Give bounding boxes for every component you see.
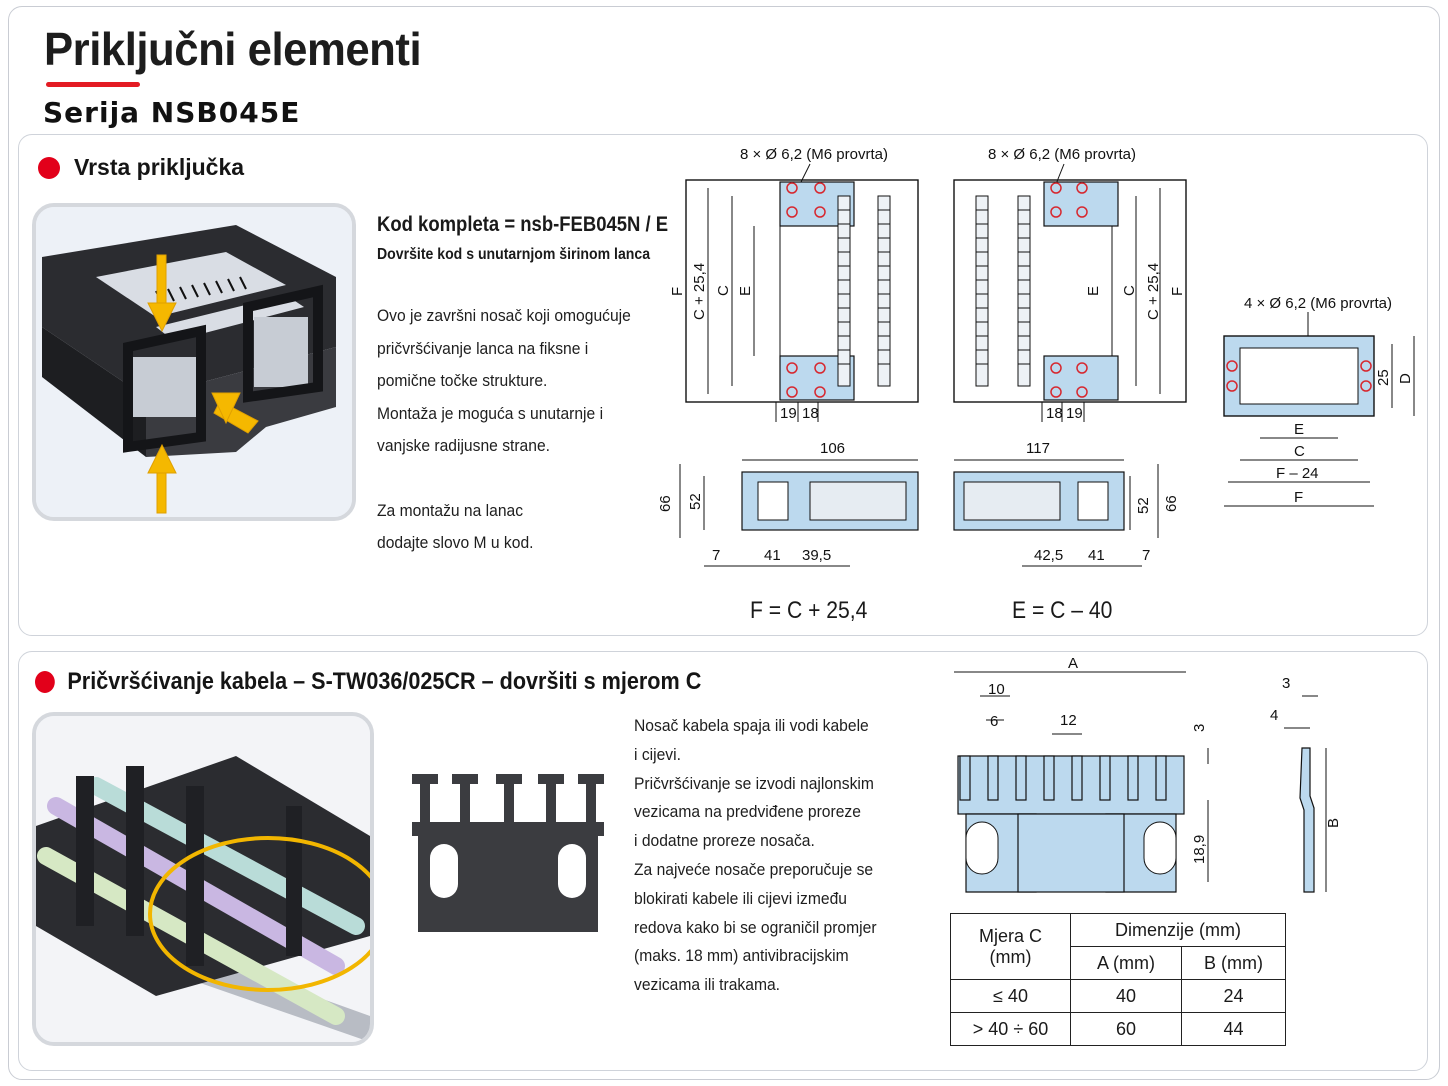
svg-text:C: C [1121, 285, 1138, 296]
cable-holder-part [412, 774, 604, 932]
table-cell-a: 60 [1070, 1012, 1182, 1046]
description-line: pomične točke strukture. [377, 371, 548, 390]
connector-illustration [36, 207, 352, 517]
svg-text:D: D [1397, 373, 1414, 384]
description-line: dodajte slovo M u kod. [377, 533, 534, 552]
description-line: vezicama na predviđene proreze [634, 802, 861, 822]
cable-holder-side-drawing: 3 4 B [1270, 675, 1342, 893]
connector-description: Ovo je završni nosač koji omogućuje prič… [377, 300, 631, 560]
title-underline [46, 82, 140, 87]
svg-text:E: E [737, 286, 754, 296]
description-line: Montaža je moguća s unutarnje i [377, 403, 604, 423]
svg-text:42,5: 42,5 [1034, 547, 1063, 564]
description-line: blokirati kabele ili cijevi između [634, 888, 847, 908]
cable-holder-drawing: A 10 6 12 3 18,9 [954, 655, 1209, 893]
page-title: Priključni elementi [44, 23, 422, 75]
svg-text:C: C [1294, 443, 1305, 460]
svg-text:66: 66 [657, 495, 674, 512]
table-header-dimensions: Dimenzije (mm) [1070, 913, 1286, 947]
bracket-drawing-right: 8 × Ø 6,2 (M6 provrta) E C C + 25,4 F [953, 146, 1187, 567]
description-line: vezicama ili trakama. [634, 975, 781, 995]
svg-text:19: 19 [780, 405, 797, 422]
cable-chain-illustration [36, 716, 370, 1042]
table-cell-b: 24 [1181, 979, 1286, 1013]
svg-text:106: 106 [820, 440, 845, 457]
svg-text:117: 117 [1026, 440, 1050, 457]
description-line: i cijevi. [634, 744, 681, 764]
svg-text:F: F [669, 287, 686, 296]
bullet-icon [38, 156, 60, 179]
bracket-drawing-left: 8 × Ø 6,2 (M6 provrta) F C + 25,4 [657, 146, 919, 567]
svg-text:F – 24: F – 24 [1276, 465, 1319, 482]
svg-text:12: 12 [1060, 712, 1077, 729]
svg-text:C: C [715, 285, 732, 296]
hole-note: 8 × Ø 6,2 (M6 provrta) [988, 146, 1136, 163]
description-line: Nosač kabela spaja ili vodi kabele [634, 716, 869, 735]
cable-fixing-description: Nosač kabela spaja ili vodi kabele i cij… [634, 712, 877, 1000]
formula-right: E = C – 40 [1012, 597, 1113, 624]
table-header-a: A (mm) [1070, 946, 1182, 980]
description-line: Ovo je završni nosač koji omogućuje [377, 306, 631, 325]
svg-text:F: F [1294, 489, 1303, 506]
page-subtitle: Serija NSB045E [43, 96, 301, 129]
description-line [377, 463, 631, 495]
description-line: Pričvršćivanje se izvodi najlonskim [634, 773, 874, 793]
svg-text:7: 7 [1142, 547, 1150, 564]
svg-text:66: 66 [1163, 495, 1180, 512]
section-heading-connector-type: Vrsta priključka [38, 154, 244, 181]
svg-text:41: 41 [764, 547, 781, 564]
table-cell-c: ≤ 40 [950, 979, 1071, 1013]
description-line: pričvršćivanje lanca na fiksne i [377, 338, 589, 358]
formula-left: F = C + 25,4 [750, 597, 868, 624]
svg-text:19: 19 [1066, 405, 1083, 422]
bullet-icon [35, 671, 55, 693]
svg-text:F: F [1169, 287, 1186, 296]
dimensions-table: Mjera C (mm) Dimenzije (mm) A (mm) B (mm… [950, 913, 1286, 1046]
svg-text:41: 41 [1088, 547, 1105, 564]
svg-text:6: 6 [990, 713, 998, 730]
svg-text:A: A [1068, 655, 1078, 672]
svg-text:18,9: 18,9 [1191, 835, 1208, 864]
svg-text:B: B [1325, 818, 1342, 828]
svg-text:E: E [1085, 286, 1102, 296]
svg-text:C + 25,4: C + 25,4 [1145, 263, 1162, 320]
svg-text:18: 18 [1046, 405, 1063, 422]
hole-note: 8 × Ø 6,2 (M6 provrta) [740, 146, 888, 163]
svg-text:52: 52 [1135, 497, 1152, 514]
svg-text:3: 3 [1191, 724, 1208, 732]
section-heading-cable-fixing: Pričvršćivanje kabela – S-TW036/025CR – … [35, 668, 701, 696]
svg-text:18: 18 [802, 405, 819, 422]
description-line: i dodatne proreze nosača. [634, 831, 815, 851]
kit-code-note: Dovršite kod s unutarnjom širinom lanca [377, 246, 651, 263]
description-line: redova kako bi se ograničil promjer [634, 917, 877, 937]
svg-text:10: 10 [988, 681, 1005, 698]
table-row: > 40 ÷ 60 60 44 [950, 1012, 1286, 1046]
svg-text:C + 25,4: C + 25,4 [691, 263, 708, 320]
description-line: Za montažu na lanac [377, 500, 524, 520]
description-line: vanjske radijusne strane. [377, 436, 551, 455]
hole-note: 4 × Ø 6,2 (M6 provrta) [1244, 295, 1392, 312]
svg-text:4: 4 [1270, 707, 1278, 724]
table-cell-c: > 40 ÷ 60 [950, 1012, 1071, 1046]
svg-text:52: 52 [687, 493, 704, 510]
connector-photo [32, 203, 356, 521]
table-row: ≤ 40 40 24 [950, 979, 1286, 1013]
cable-chain-photo [32, 712, 374, 1046]
description-line: (maks. 18 mm) antivibracijskim [634, 946, 849, 966]
table-cell-b: 44 [1181, 1012, 1286, 1046]
svg-text:25: 25 [1375, 369, 1392, 386]
section-heading-text: Pričvršćivanje kabela – S-TW036/025CR – … [67, 668, 702, 695]
table-header-b: B (mm) [1181, 946, 1286, 980]
table-cell-a: 40 [1070, 979, 1182, 1013]
end-bracket-drawing: 4 × Ø 6,2 (M6 provrta) 25 D E C F – 24 F [1223, 295, 1415, 507]
table-header-size-c: Mjera C (mm) [950, 913, 1071, 980]
description-line: Za najveće nosače preporučuje se [634, 859, 874, 879]
svg-text:39,5: 39,5 [802, 547, 831, 564]
svg-text:E: E [1294, 421, 1304, 438]
svg-text:7: 7 [712, 547, 720, 564]
kit-code: Kod kompleta = nsb-FEB045N / E [377, 213, 669, 236]
svg-text:3: 3 [1282, 675, 1290, 692]
section-heading-text: Vrsta priključka [74, 154, 245, 180]
